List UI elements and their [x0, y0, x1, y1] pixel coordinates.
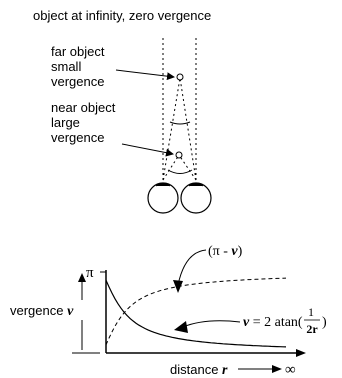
far-label-line-2: small: [51, 59, 81, 74]
vergence-curve: [105, 279, 287, 348]
pi-minus-v-arrow: [177, 249, 207, 286]
far-object-label: far object small vergence: [51, 44, 108, 89]
pi-label: π: [86, 265, 94, 281]
formula-lhs-var: v: [243, 315, 250, 330]
near-label-line-1: near object: [51, 100, 116, 115]
pi-minus-v-text: (π -: [208, 244, 231, 259]
pi-minus-v-var: v: [231, 244, 238, 259]
formula-arrowhead: [174, 321, 188, 333]
lower-figure: π vergence v distance r ∞ (π - v) v = 2 …: [6, 244, 327, 378]
vergence-range-arrow-top: [78, 273, 86, 282]
far-object-marker: [176, 73, 184, 81]
pi-minus-v-close: ): [238, 244, 243, 259]
left-eye: [147, 182, 179, 214]
left-sightline-far: [162, 77, 181, 181]
x-axis-arrowhead: [296, 349, 306, 357]
small-vergence-arc: [169, 121, 191, 125]
pi-minus-v-label: (π - v): [208, 244, 243, 259]
near-object-marker: [175, 151, 183, 159]
formula-denominator: 2r: [306, 322, 318, 336]
far-label-line-3: vergence: [51, 74, 104, 89]
far-label-line-1: far object: [51, 44, 105, 59]
formula-numerator: 1: [308, 305, 314, 319]
near-label-line-3: vergence: [51, 130, 104, 145]
pi-minus-vergence-curve: [105, 277, 287, 346]
ylabel-text: vergence: [10, 303, 63, 318]
ylabel-var: v: [67, 304, 74, 319]
upper-figure: object at infinity, zero vergence far ob…: [33, 8, 212, 214]
right-sightline-far: [179, 77, 197, 181]
xlabel-var: r: [222, 363, 228, 378]
far-object-arrow: [115, 69, 175, 81]
ylabel-background: [6, 300, 104, 320]
xlabel: distance r: [170, 362, 228, 378]
right-sightline-near: [178, 154, 197, 181]
formula-arrow: [182, 320, 241, 328]
formula-eq: = 2 atan(: [249, 315, 303, 330]
formula-close: ): [322, 315, 327, 330]
infinity-label: ∞: [285, 362, 296, 378]
near-label-line-2: large: [51, 115, 80, 130]
ylabel: vergence v: [10, 303, 74, 319]
xlabel-arrowhead: [272, 365, 282, 373]
xlabel-text: distance: [170, 362, 218, 377]
right-eye: [180, 182, 212, 214]
upper-title: object at infinity, zero vergence: [33, 8, 211, 23]
pi-minus-v-arrowhead: [173, 280, 183, 293]
near-object-arrow: [121, 143, 174, 157]
formula-label: v = 2 atan(: [243, 315, 303, 330]
near-object-label: near object large vergence: [51, 100, 119, 145]
left-sightline-near: [162, 154, 180, 181]
large-vergence-arc: [167, 169, 193, 174]
